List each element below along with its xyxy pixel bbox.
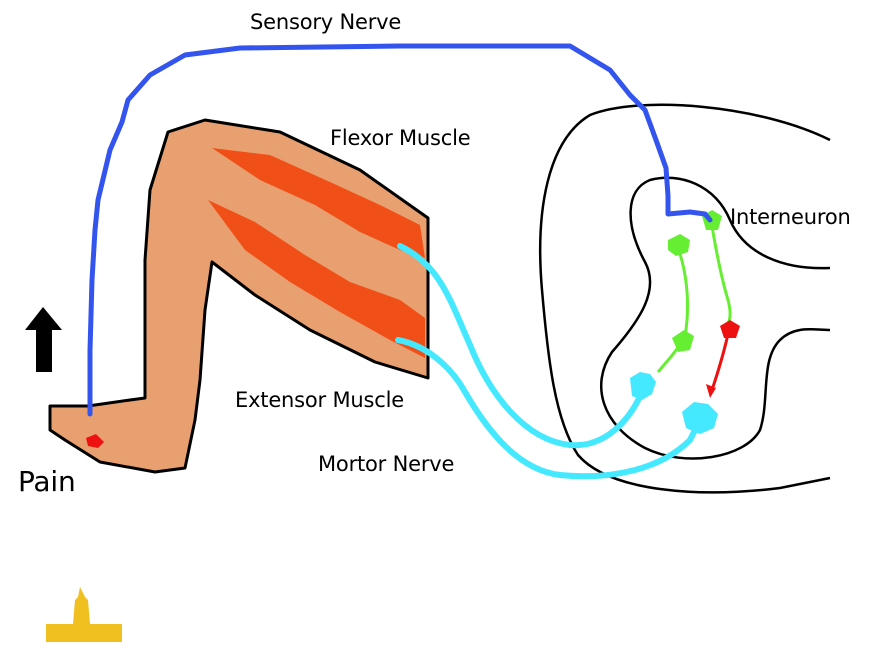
interneuron-red-body — [720, 320, 740, 338]
label-sensory-nerve: Sensory Nerve — [250, 10, 401, 34]
label-extensor-muscle: Extensor Muscle — [235, 388, 404, 412]
thumbtack-icon — [46, 587, 122, 642]
interneuron-green-axon-b — [712, 226, 730, 326]
interneurons — [658, 210, 740, 398]
interneuron-green-body-a — [668, 234, 690, 256]
label-mortor-nerve: Mortor Nerve — [318, 452, 454, 476]
label-interneuron: Interneuron — [730, 205, 851, 229]
thumbtack-icon-shape — [46, 587, 122, 642]
motor-neuron-flexor — [630, 372, 656, 400]
interneuron-green-axon-a — [658, 248, 688, 372]
interneuron-red-axon — [712, 334, 728, 390]
arrow-up-icon-shape — [25, 307, 62, 372]
spinal-cord-outer-outline — [540, 105, 830, 493]
interneuron-extensor-path — [702, 210, 740, 398]
spinal-cord — [540, 105, 830, 493]
motor-nerve-flexor — [400, 246, 642, 445]
motor-neuron-bodies — [630, 372, 718, 434]
arrow-up-icon — [25, 307, 62, 372]
label-pain: Pain — [18, 465, 76, 498]
interneuron-flexor-path — [658, 234, 694, 372]
label-flexor-muscle: Flexor Muscle — [330, 126, 470, 150]
motor-neuron-extensor — [682, 402, 718, 434]
